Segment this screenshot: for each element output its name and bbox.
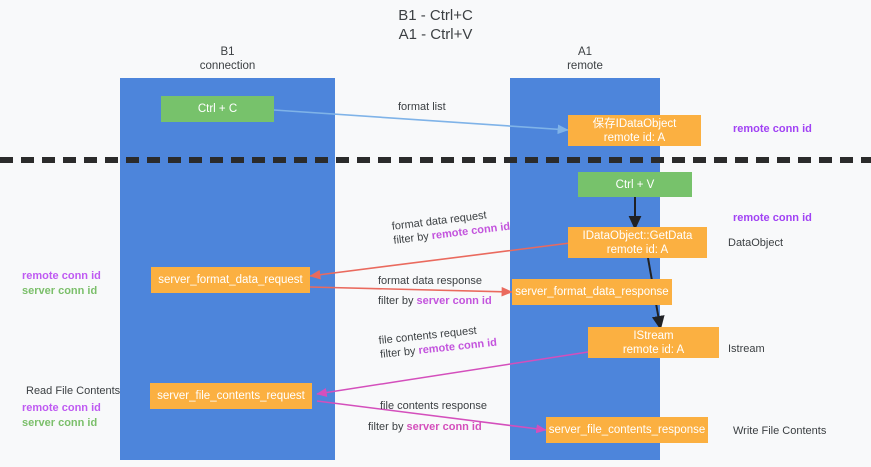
node-server-format-data-response[interactable]: server_format_data_response (512, 279, 672, 305)
right-label-dataobject: DataObject (728, 237, 784, 249)
filter-by-text: filter by (378, 295, 417, 307)
left-server-conn-id: server conn id (22, 417, 98, 429)
column-header-a1: A1 remote (567, 46, 603, 72)
left-remote-conn-id: remote conn id (22, 402, 101, 414)
edge-label-line1: file contents response (380, 400, 488, 412)
right-label-remote-conn-id-1: remote conn id (733, 123, 812, 135)
filter-by-text: filter by (379, 344, 420, 361)
node-server-format-data-request[interactable]: server_format_data_request (151, 267, 310, 293)
node-getdata[interactable]: IDataObject::GetData remote id: A (568, 227, 707, 258)
right-label-istream: Istream (728, 343, 765, 355)
right-label-write-file-contents: Write File Contents (733, 425, 827, 437)
edge-label-file-contents-request: file contents request filter by remote c… (378, 322, 498, 362)
edge-label-line2: filter by server conn id (378, 294, 492, 308)
filter-by-text: filter by (368, 421, 407, 433)
filter-by-text: filter by (392, 230, 433, 247)
right-label-remote-conn-id-2: remote conn id (733, 212, 812, 224)
node-ctrl-v[interactable]: Ctrl + V (578, 172, 692, 197)
node-server-file-contents-response[interactable]: server_file_contents_response (546, 417, 708, 443)
left-label-conn-ids-1: remote conn id server conn id (22, 269, 101, 299)
edge-label-format-data-request: format data request filter by remote con… (391, 206, 511, 248)
edge-label-line2: filter by server conn id (368, 420, 487, 434)
edge-label-format-data-response: format data response filter by server co… (378, 274, 492, 308)
node-server-file-contents-request[interactable]: server_file_contents_request (150, 383, 312, 409)
left-label-conn-ids-2: remote conn id server conn id (22, 401, 101, 431)
section-divider (0, 157, 871, 163)
node-save-idataobject[interactable]: 保存IDataObject remote id: A (568, 115, 701, 146)
node-istream[interactable]: IStream remote id: A (588, 327, 719, 358)
left-label-read-file-contents: Read File Contents (26, 385, 121, 397)
left-server-conn-id: server conn id (22, 285, 98, 297)
diagram-title: B1 - Ctrl+C A1 - Ctrl+V (398, 7, 473, 43)
edge-label-format-list: format list (398, 101, 446, 113)
column-header-b1: B1 connection (199, 46, 256, 72)
left-remote-conn-id: remote conn id (22, 270, 101, 282)
edge-label-line1: format data response (378, 275, 482, 287)
server-conn-id-token: server conn id (416, 295, 492, 307)
edge-label-file-contents-response: file contents response filter by server … (368, 399, 488, 434)
server-conn-id-token: server conn id (406, 421, 482, 433)
node-ctrl-c[interactable]: Ctrl + C (161, 96, 274, 122)
